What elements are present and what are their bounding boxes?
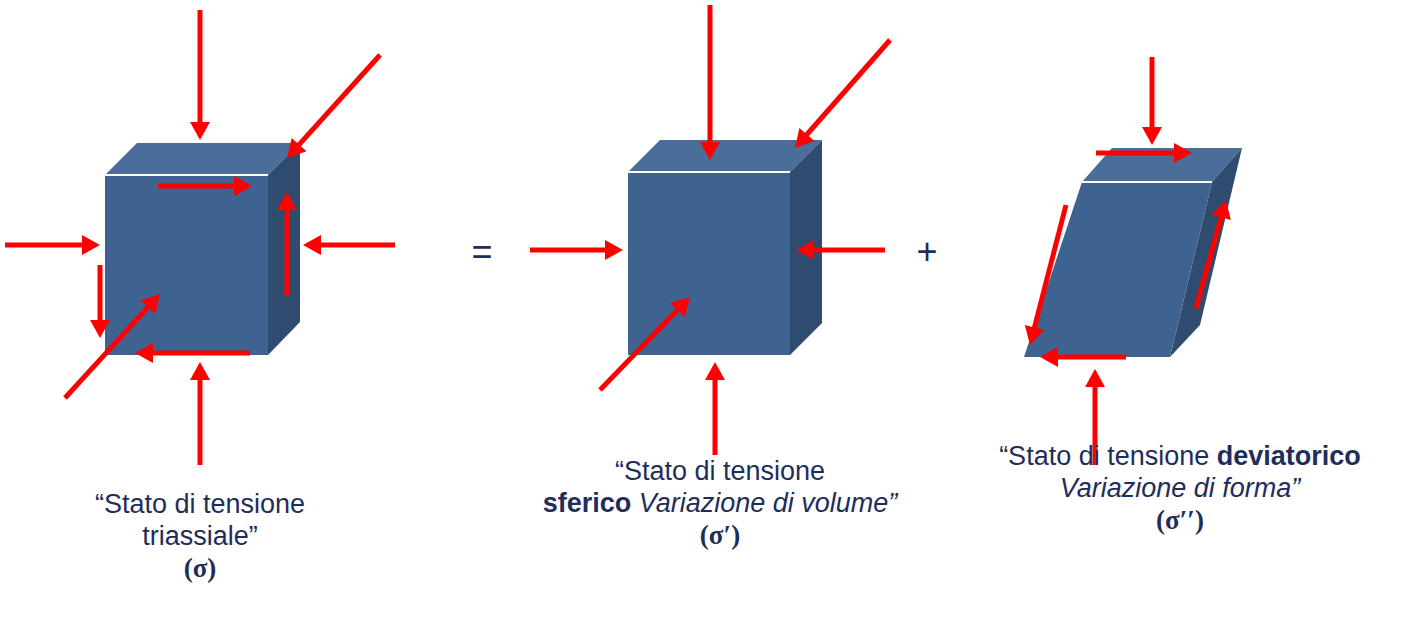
arrow-shaft bbox=[713, 376, 718, 455]
stress-arrow bbox=[1196, 200, 1231, 308]
arrow-head bbox=[1040, 347, 1058, 367]
caption-line: (σ′) bbox=[543, 519, 898, 551]
caption-line: sfericoVariazione di volume” bbox=[543, 487, 898, 519]
arrow-shaft bbox=[1054, 355, 1126, 360]
stress-arrow bbox=[530, 240, 623, 260]
arrow-head bbox=[1142, 127, 1162, 145]
arrow-head bbox=[700, 142, 720, 160]
arrow-head bbox=[705, 362, 725, 380]
arrow-head bbox=[1212, 200, 1231, 220]
arrow-shaft bbox=[1096, 151, 1178, 156]
cube-front bbox=[1024, 182, 1212, 357]
arrow-head bbox=[190, 362, 210, 380]
stress-arrow bbox=[277, 192, 297, 296]
caption-text: (σ) bbox=[184, 553, 217, 583]
arrow-shaft bbox=[98, 265, 103, 324]
stress-arrow bbox=[5, 235, 100, 255]
caption-line: (σ′′) bbox=[999, 504, 1361, 536]
stress-arrow bbox=[705, 362, 725, 455]
stress-arrow bbox=[190, 10, 210, 140]
arrow-shaft bbox=[708, 5, 713, 146]
caption-text: “Stato di tensione bbox=[615, 456, 825, 486]
arrow-shaft bbox=[1033, 205, 1066, 331]
stress-arrow bbox=[1142, 57, 1162, 145]
stress-arrow bbox=[600, 297, 690, 390]
arrow-shaft bbox=[149, 351, 250, 356]
arrow-head bbox=[796, 240, 814, 260]
caption-line: “Stato di tensione deviatorico bbox=[999, 440, 1361, 472]
stress-arrow bbox=[158, 176, 252, 196]
stress-arrow bbox=[1096, 143, 1192, 163]
arrow-head bbox=[795, 128, 814, 148]
caption-text: sferico bbox=[543, 488, 632, 518]
caption: “Stato di tensione deviatoricoVariazione … bbox=[999, 440, 1361, 536]
stress-arrows bbox=[5, 5, 1231, 465]
arrow-shaft bbox=[285, 206, 290, 296]
caption-text: “Stato di tensione bbox=[999, 441, 1209, 471]
arrow-shaft bbox=[5, 243, 86, 248]
caption-line: Variazione di forma” bbox=[999, 472, 1361, 504]
arrow-shaft bbox=[1150, 57, 1155, 131]
arrow-shaft bbox=[804, 40, 890, 137]
arrow-shaft bbox=[65, 304, 151, 398]
arrow-shaft bbox=[810, 248, 885, 253]
caption-text: (σ′) bbox=[700, 520, 740, 550]
arrow-head bbox=[90, 320, 110, 338]
caption-text: “Stato di tensione triassiale” bbox=[95, 489, 305, 551]
cube-edge bbox=[628, 171, 790, 173]
stress-arrow bbox=[135, 343, 250, 363]
stress-arrow bbox=[700, 5, 720, 160]
caption-text: deviatorico bbox=[1217, 441, 1361, 471]
arrow-shaft bbox=[296, 55, 380, 148]
stress-arrow bbox=[65, 294, 160, 398]
arrow-head bbox=[140, 294, 160, 314]
stress-arrow bbox=[796, 240, 885, 260]
arrow-head bbox=[287, 138, 306, 158]
cube-edge bbox=[105, 174, 268, 176]
cube-edge bbox=[1082, 181, 1212, 183]
arrow-shaft bbox=[198, 10, 203, 126]
arrow-head bbox=[670, 297, 690, 317]
arrow-head bbox=[605, 240, 623, 260]
arrow-head bbox=[1174, 143, 1192, 163]
caption-line: “Stato di tensione triassiale” bbox=[75, 488, 325, 552]
arrow-head bbox=[135, 343, 153, 363]
stress-arrow bbox=[795, 40, 890, 148]
cube-deviatoric bbox=[1024, 148, 1242, 357]
arrow-head bbox=[1025, 325, 1044, 345]
caption-text: Variazione di forma” bbox=[1060, 473, 1301, 503]
stress-arrow bbox=[1025, 205, 1066, 345]
stress-arrow bbox=[303, 235, 395, 255]
operator-sign: + bbox=[916, 232, 937, 272]
cube-top bbox=[628, 140, 822, 172]
arrow-head bbox=[82, 235, 100, 255]
arrow-shaft bbox=[317, 243, 395, 248]
arrow-shaft bbox=[158, 184, 238, 189]
caption-text: (σ′′) bbox=[1156, 505, 1204, 535]
caption-line: “Stato di tensione bbox=[543, 455, 898, 487]
stress-arrow bbox=[1040, 347, 1126, 367]
arrow-head bbox=[234, 176, 252, 196]
caption: “Stato di tensionesfericoVariazione di v… bbox=[543, 455, 898, 551]
caption-line: (σ) bbox=[75, 552, 325, 584]
arrow-head bbox=[190, 122, 210, 140]
arrow-head bbox=[303, 235, 321, 255]
stress-arrow bbox=[90, 265, 110, 338]
caption-text: Variazione di volume” bbox=[639, 488, 898, 518]
arrow-shaft bbox=[1196, 213, 1222, 308]
cube-side bbox=[268, 143, 300, 355]
arrow-head bbox=[1085, 369, 1105, 387]
operator-sign: = bbox=[471, 232, 492, 272]
arrow-shaft bbox=[600, 307, 680, 390]
stress-arrow bbox=[190, 362, 210, 465]
stress-arrow bbox=[287, 55, 380, 158]
arrow-shaft bbox=[198, 376, 203, 465]
cube-top bbox=[105, 143, 300, 175]
cube-front bbox=[628, 172, 790, 355]
arrow-head bbox=[277, 192, 297, 210]
cube-spherical bbox=[628, 140, 822, 355]
arrow-shaft bbox=[530, 248, 609, 253]
caption: “Stato di tensione triassiale”(σ) bbox=[75, 488, 325, 584]
